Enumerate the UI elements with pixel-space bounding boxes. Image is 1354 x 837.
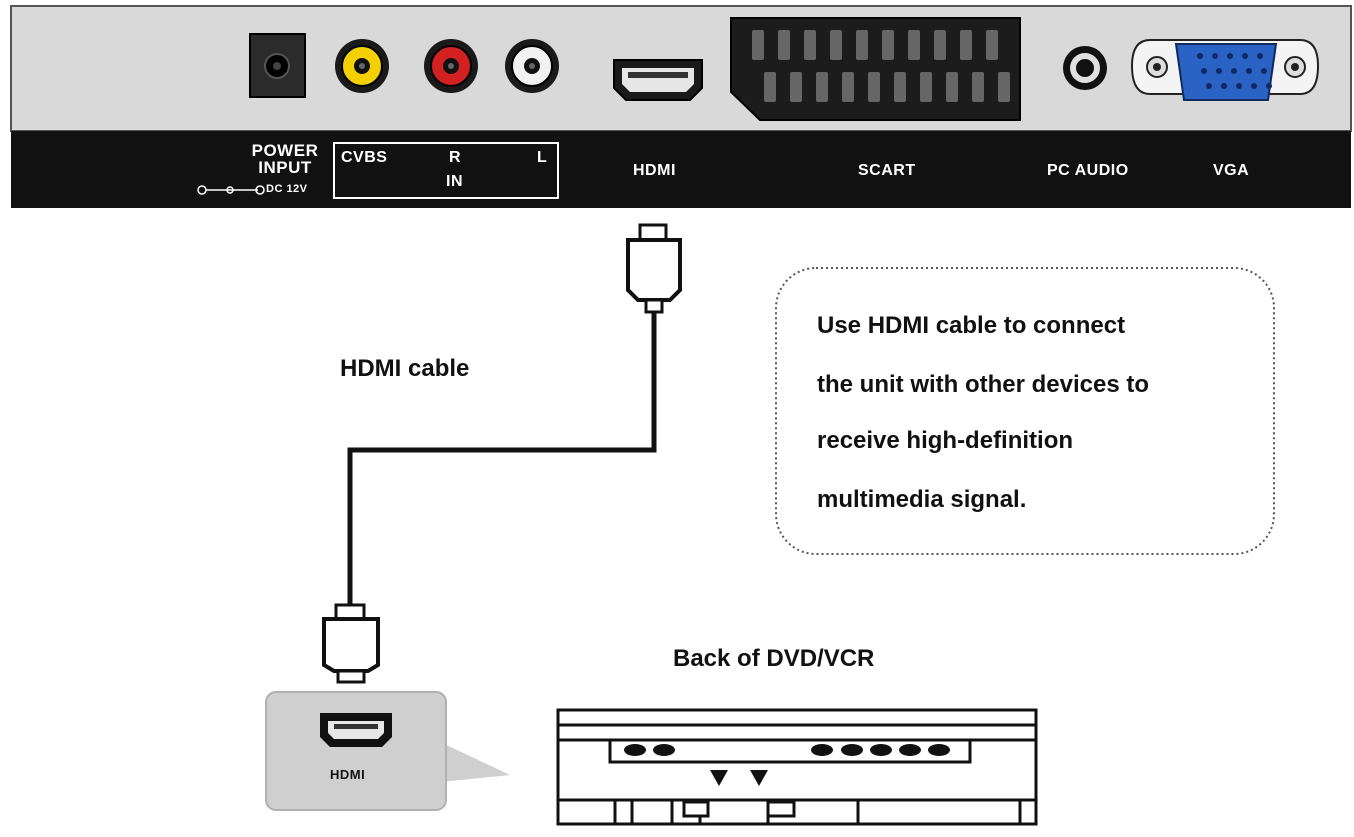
av-in-frame bbox=[333, 142, 559, 199]
vga-port bbox=[1130, 39, 1320, 101]
device-hdmi-callout bbox=[265, 691, 510, 811]
scart-pin bbox=[778, 30, 790, 60]
scart-pin bbox=[960, 30, 972, 60]
scart-pin bbox=[946, 72, 958, 102]
scart-pin bbox=[816, 72, 828, 102]
scart-pin bbox=[986, 30, 998, 60]
note-line-4: multimedia signal. bbox=[817, 486, 1027, 513]
power-dc-label: DC 12V bbox=[266, 183, 308, 195]
scart-pin bbox=[894, 72, 906, 102]
hdmi-cable-label: HDMI cable bbox=[340, 355, 470, 382]
rca-red-jack bbox=[424, 39, 478, 93]
scart-pin bbox=[908, 30, 920, 60]
in-label: IN bbox=[446, 173, 463, 190]
vga-pin bbox=[1221, 83, 1227, 89]
hdmi-panel-label: HDMI bbox=[633, 162, 676, 179]
rca-yellow-jack bbox=[335, 39, 389, 93]
hdmi-cable bbox=[322, 223, 682, 684]
scart-pin bbox=[842, 72, 854, 102]
power-polarity-symbol bbox=[197, 185, 265, 195]
vga-pin bbox=[1212, 53, 1218, 59]
tv-back-panel bbox=[10, 5, 1352, 208]
rca-white-jack bbox=[505, 39, 559, 93]
scart-pin bbox=[934, 30, 946, 60]
scart-pin bbox=[804, 30, 816, 60]
note-line-3: receive high-definition bbox=[817, 427, 1074, 454]
vga-pin bbox=[1231, 68, 1237, 74]
vga-pin bbox=[1236, 83, 1242, 89]
vga-label: VGA bbox=[1213, 162, 1250, 179]
pc-audio-label: PC AUDIO bbox=[1047, 162, 1129, 179]
scart-pin bbox=[972, 72, 984, 102]
scart-pin bbox=[830, 30, 842, 60]
vga-pin bbox=[1251, 83, 1257, 89]
vga-pin bbox=[1257, 53, 1263, 59]
device-hdmi-port-label: HDMI bbox=[330, 767, 366, 782]
power-input-label: POWER INPUT bbox=[249, 142, 321, 176]
vga-pin bbox=[1206, 83, 1212, 89]
scart-pin bbox=[752, 30, 764, 60]
dvd-vcr-jacks bbox=[624, 744, 950, 786]
l-label: L bbox=[537, 149, 548, 166]
power-jack bbox=[249, 33, 306, 98]
scart-pin bbox=[882, 30, 894, 60]
vga-pin bbox=[1216, 68, 1222, 74]
r-label: R bbox=[449, 149, 462, 166]
cvbs-label: CVBS bbox=[341, 149, 388, 166]
vga-pin bbox=[1246, 68, 1252, 74]
scart-label: SCART bbox=[858, 162, 916, 179]
vga-pin bbox=[1227, 53, 1233, 59]
scart-port bbox=[730, 17, 1021, 121]
scart-pin bbox=[998, 72, 1010, 102]
power-label-line2: INPUT bbox=[258, 158, 312, 177]
dvd-vcr-device bbox=[556, 708, 1038, 826]
device-label: Back of DVD/VCR bbox=[673, 645, 875, 672]
power-label-line1: POWER bbox=[251, 141, 319, 160]
scart-pin bbox=[868, 72, 880, 102]
panel-hdmi-port bbox=[613, 59, 703, 101]
scart-pin bbox=[920, 72, 932, 102]
scart-pin bbox=[856, 30, 868, 60]
label-strip bbox=[11, 131, 1351, 208]
note-line-1: Use HDMI cable to connect bbox=[817, 312, 1126, 339]
scart-pin bbox=[790, 72, 802, 102]
vga-pin bbox=[1197, 53, 1203, 59]
vga-pin bbox=[1266, 83, 1272, 89]
vga-pin bbox=[1201, 68, 1207, 74]
scart-pin bbox=[764, 72, 776, 102]
note-line-2: the unit with other devices to bbox=[817, 371, 1150, 398]
vga-pin bbox=[1242, 53, 1248, 59]
vga-pin bbox=[1261, 68, 1267, 74]
pc-audio-jack bbox=[1063, 46, 1107, 90]
